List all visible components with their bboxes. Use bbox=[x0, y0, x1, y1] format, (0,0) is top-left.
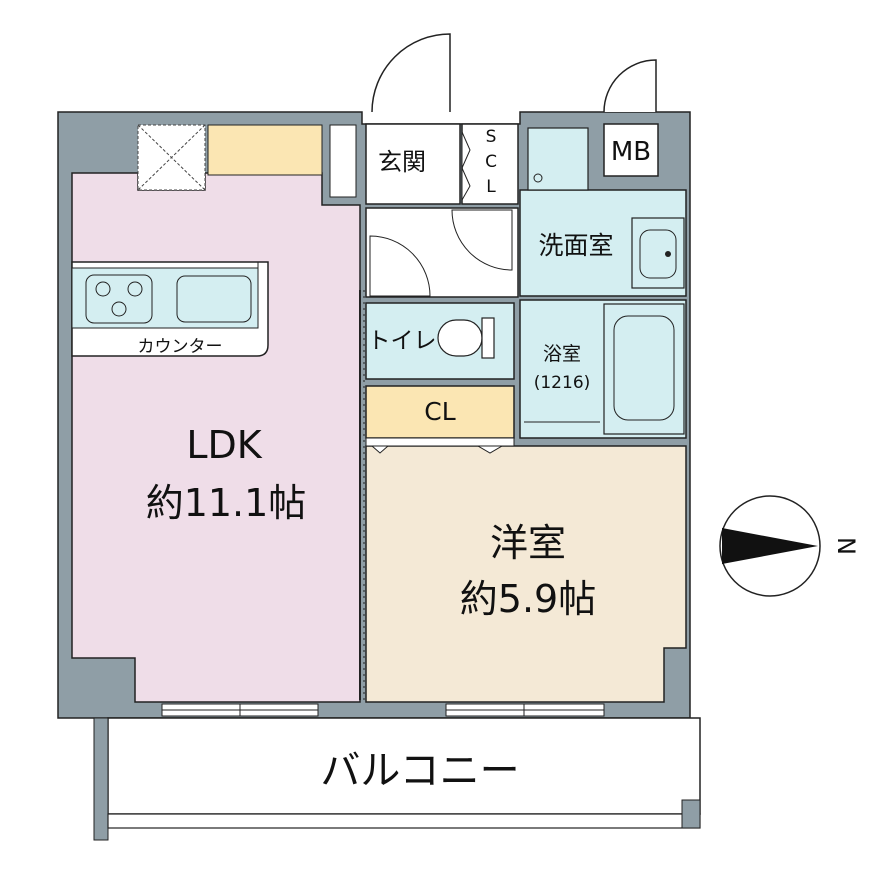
shaft-box bbox=[329, 124, 357, 198]
ldk-size: 約11.1帖 bbox=[146, 481, 307, 525]
compass: N bbox=[719, 495, 860, 597]
shoe-closet bbox=[461, 123, 519, 205]
washroom-label: 洗面室 bbox=[538, 231, 613, 260]
burner-3 bbox=[111, 301, 127, 317]
entrance bbox=[365, 123, 461, 205]
kitchen-sink bbox=[176, 275, 252, 323]
closet bbox=[365, 385, 515, 439]
western-size: 約5.9帖 bbox=[460, 577, 596, 621]
hall-door-swing-2 bbox=[451, 209, 513, 271]
closet-label: CL bbox=[424, 397, 455, 426]
burner-2 bbox=[127, 281, 143, 297]
burner-1 bbox=[95, 281, 111, 297]
scl-s: S bbox=[486, 127, 497, 147]
ldk-name: LDK bbox=[186, 423, 262, 467]
scl-c: C bbox=[485, 152, 497, 172]
western-room bbox=[365, 445, 687, 703]
toilet-label: トイレ bbox=[368, 328, 437, 354]
balcony bbox=[107, 717, 701, 815]
mb-box bbox=[603, 123, 659, 177]
counter-label: カウンター bbox=[138, 337, 223, 357]
mb-label: MB bbox=[611, 137, 651, 167]
balcony-left-post bbox=[93, 717, 109, 841]
balcony-right-post bbox=[681, 799, 701, 829]
hall-door-swing bbox=[369, 235, 431, 297]
toilet-bowl bbox=[437, 319, 483, 357]
balcony-rail bbox=[107, 813, 701, 829]
vent-cross-2 bbox=[137, 124, 206, 191]
kitchen-storage bbox=[207, 124, 323, 176]
bath-size: (1216) bbox=[534, 373, 591, 393]
western-name: 洋室 bbox=[490, 521, 566, 565]
toilet-tank bbox=[481, 317, 495, 359]
compass-north-label: N bbox=[832, 537, 860, 555]
compass-arrow-icon bbox=[722, 528, 818, 564]
entrance-label: 玄関 bbox=[378, 148, 426, 176]
balcony-label: バルコニー bbox=[320, 748, 519, 794]
mb-door-swing bbox=[603, 59, 657, 113]
scl-l: L bbox=[486, 177, 496, 197]
bath-name: 浴室 bbox=[543, 343, 581, 365]
entrance-door-swing bbox=[371, 33, 451, 113]
